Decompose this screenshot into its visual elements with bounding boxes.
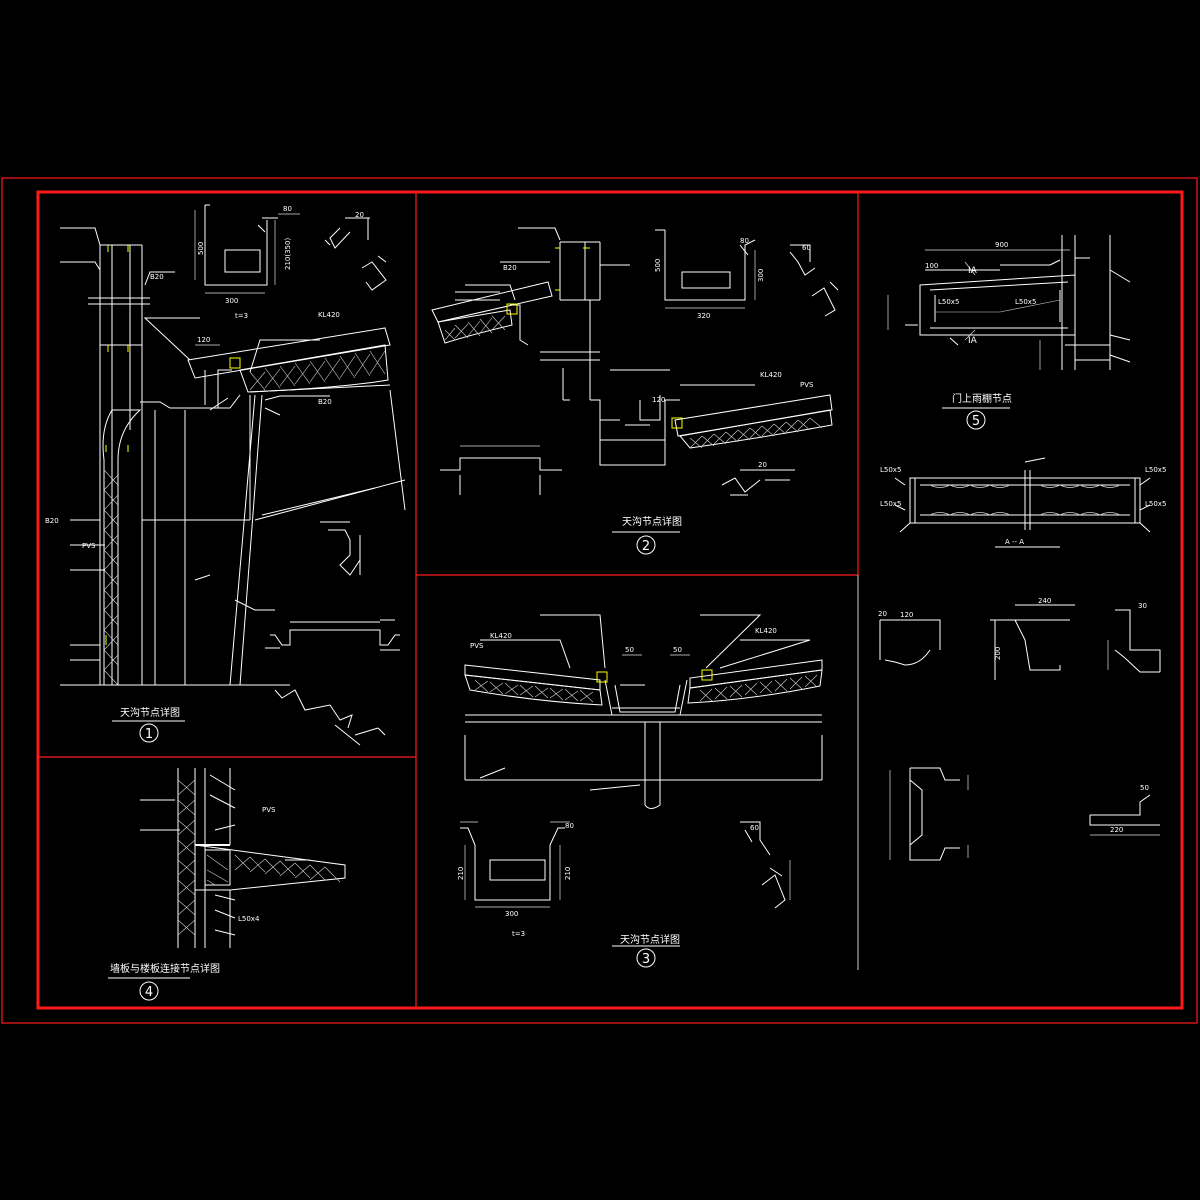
kl420-label-right: KL420 [755,627,777,635]
pvs-label: PVS [470,642,484,650]
panel-4-number-marker: 4 [108,977,190,1001]
panel-4-wall-slab-detail [140,768,346,948]
dim-120: 120 [652,396,665,404]
dim-300: 300 [505,910,518,918]
pvs-label: PVS [82,542,96,550]
angle-l50x5-e: L50x5 [1145,466,1166,474]
dim-210: 210(350) [284,238,292,270]
panel-5-labels: 900 100 IA IA L50x5 L50x5 L50x5 L50x5 L5… [878,241,1166,834]
panel-5-number: 5 [972,414,980,429]
panel-1-title: 天沟节点详图 [120,706,180,719]
angle-l50x5-a: L50x5 [938,298,959,306]
dim-50-left: 50 [625,646,634,654]
panel-2-number: 2 [642,539,650,554]
panel-2-number-marker: 2 [612,531,680,555]
panel-1-gutter-detail [60,204,406,746]
kl420-label-left: KL420 [490,632,512,640]
panel-1-number-marker: 1 [112,720,185,743]
b20-label: B20 [503,264,517,272]
dim-900: 900 [995,241,1008,249]
pvs-label: PVS [262,806,276,814]
angle-l50x5-c: L50x5 [880,466,901,474]
angle-l50x4-label: L50x4 [238,915,260,923]
panel-1-number: 1 [145,727,153,742]
dim-20: 20 [758,461,767,469]
thickness-t3: t=3 [512,930,525,938]
dim-500: 500 [197,242,205,255]
panel-3-title: 天沟节点详图 [620,933,680,946]
panel-5-title: 门上雨棚节点 [952,392,1012,405]
dim-20: 20 [878,610,887,618]
dim-210-left: 210 [457,867,465,880]
dim-320: 320 [697,312,710,320]
dim-60: 60 [750,824,759,832]
dim-60: 60 [802,244,811,252]
angle-l50x5-f: L50x5 [1145,500,1166,508]
dim-120: 120 [900,611,913,619]
b20-label-2: B20 [318,398,332,406]
dim-300: 300 [757,269,765,282]
sheet-frame [1,177,1198,1024]
b20-label-3: B20 [45,517,59,525]
dim-80: 80 [283,205,292,213]
dim-200: 200 [994,647,1002,660]
kl420-label: KL420 [760,371,782,379]
dim-500: 500 [654,259,662,272]
panel-3-gutter-detail [460,614,823,909]
dim-210-right: 210 [564,867,572,880]
thickness-t3: t=3 [235,312,248,320]
panel-3-number-marker: 3 [612,945,680,968]
panel-4-title: 墙板与楼板连接节点详图 [110,962,220,975]
dim-80: 80 [565,822,574,830]
section-mark-ia-bottom: IA [968,336,978,346]
dim-120: 120 [197,336,210,344]
dim-30: 30 [1138,602,1147,610]
section-mark-ia-top: IA [968,266,978,276]
panel-4-number: 4 [145,985,153,1000]
section-a-a-label: A -- A [1005,538,1024,546]
dim-50: 50 [1140,784,1149,792]
angle-l50x5-b: L50x5 [1015,298,1036,306]
pvs-label: PVS [800,381,814,389]
dim-220: 220 [1110,826,1123,834]
dim-100: 100 [925,262,938,270]
panel-2-gutter-detail [431,227,839,496]
panel-2-title: 天沟节点详图 [622,515,682,528]
panel-2-labels: B20 KL420 PVS 120 320 300 500 80 60 20 天… [503,237,814,528]
dim-80: 80 [740,237,749,245]
dim-300: 300 [225,297,238,305]
panel-3-number: 3 [642,952,650,967]
angle-l50x5-d: L50x5 [880,500,901,508]
panel-4-labels: PVS L50x4 墙板与楼板连接节点详图 [110,806,276,975]
panel-3-labels: KL420 KL420 PVS 50 50 300 t=3 210 210 80… [457,627,777,946]
b20-label-1: B20 [150,273,164,281]
dim-50-right: 50 [673,646,682,654]
panel-5-number-marker: 5 [942,407,1010,430]
panel-5-canopy-detail [879,235,1161,861]
dim-20: 20 [355,211,364,219]
panel-1-labels: KL420 B20 B20 B20 PVS 120 300 t=3 80 20 … [45,205,364,719]
kl420-label: KL420 [318,311,340,319]
dim-240: 240 [1038,597,1051,605]
